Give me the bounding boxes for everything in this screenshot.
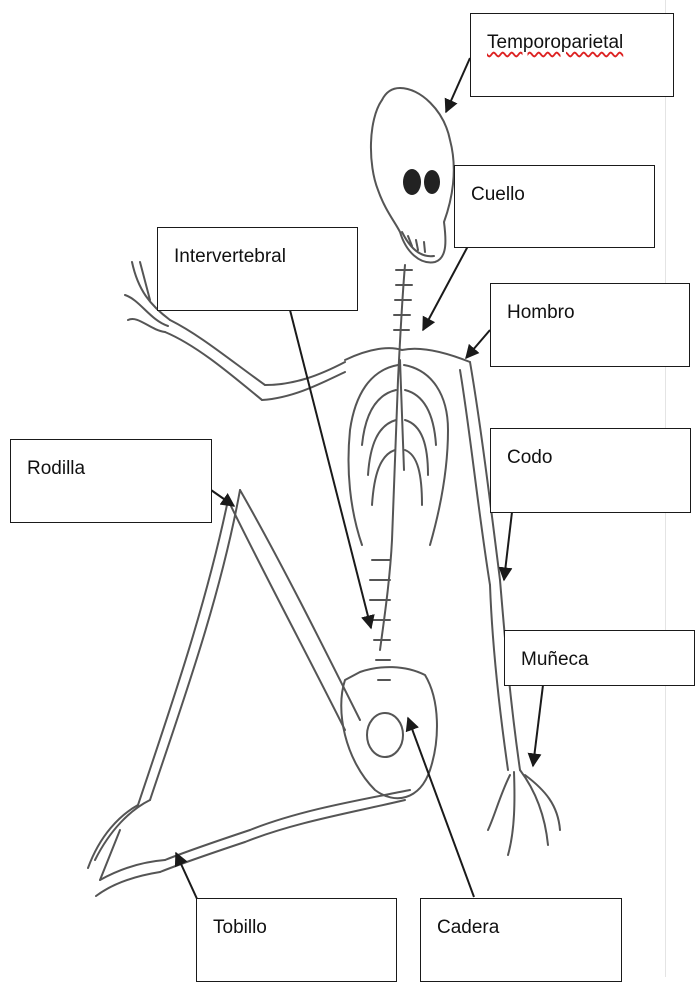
label-hombro: Hombro (490, 283, 690, 367)
left-foot (88, 800, 150, 880)
right-tibia (160, 830, 250, 872)
label-cuello-text: Cuello (471, 184, 525, 205)
label-intervertebral: Intervertebral (157, 227, 358, 311)
label-cadera: Cadera (420, 898, 622, 982)
jaw (402, 232, 434, 256)
label-cadera-text: Cadera (437, 917, 499, 938)
pelvis-opening (367, 713, 403, 757)
label-muneca: Muñeca (504, 630, 695, 686)
label-rodilla-text: Rodilla (27, 458, 85, 479)
arrow-intervertebral (290, 310, 371, 628)
label-temporoparietal: Temporoparietal (470, 13, 674, 97)
arrow-codo (504, 512, 512, 580)
left-forearm (165, 320, 265, 400)
label-codo: Codo (490, 428, 691, 513)
rib-cage-left (349, 365, 399, 545)
arrow-temporoparietal (446, 58, 470, 112)
arrow-cuello (423, 246, 468, 330)
label-hombro-text: Hombro (507, 302, 575, 323)
label-tobillo: Tobillo (196, 898, 397, 982)
left-upper-arm (262, 362, 345, 400)
label-rodilla: Rodilla (10, 439, 212, 523)
right-hand (488, 770, 560, 855)
sternum (400, 360, 404, 470)
clavicles (345, 348, 470, 362)
pelvis (341, 667, 437, 798)
left-femur (228, 490, 360, 730)
label-tobillo-text: Tobillo (213, 917, 267, 938)
arrow-muneca (533, 685, 543, 766)
left-eye-socket (403, 169, 421, 195)
label-muneca-text: Muñeca (521, 649, 589, 670)
label-cuello: Cuello (454, 165, 655, 248)
arrow-rodilla (211, 490, 234, 506)
label-temporoparietal-text: Temporoparietal (487, 32, 623, 53)
left-tibia (138, 490, 240, 805)
arrow-cadera (408, 718, 474, 897)
rib-cage-right (404, 365, 448, 545)
label-codo-text: Codo (507, 447, 552, 468)
arrow-hombro (466, 330, 490, 358)
right-eye-socket (424, 170, 440, 194)
label-intervertebral-text: Intervertebral (174, 246, 286, 267)
right-femur (245, 790, 410, 842)
